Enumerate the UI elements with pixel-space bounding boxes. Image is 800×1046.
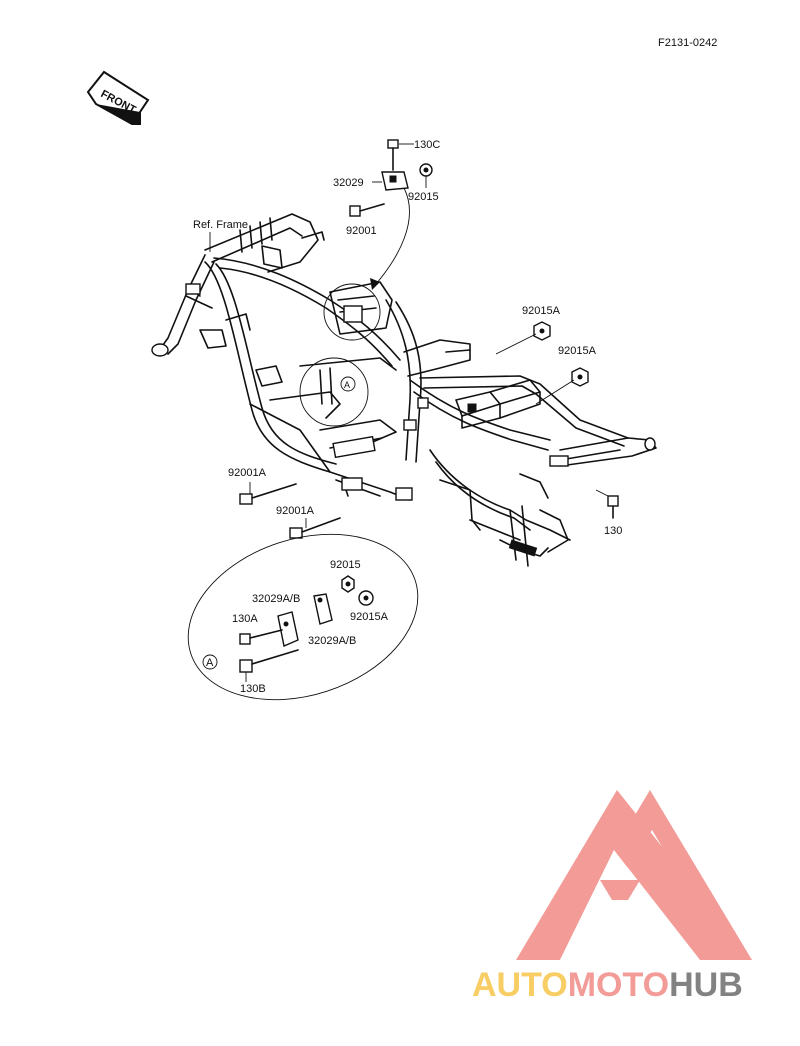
label-130c: 130C — [414, 139, 440, 151]
label-detail-32029ab-upper: 32029A/B — [252, 593, 300, 605]
diagram-code: F2131-0242 — [658, 37, 717, 49]
label-92015a-upper: 92015A — [522, 305, 561, 317]
rear-fasteners: 92015A 92015A 130 — [495, 305, 622, 537]
label-130: 130 — [604, 525, 622, 537]
label-detail-130b: 130B — [240, 683, 266, 695]
logo-moto: MOTO — [568, 966, 669, 1004]
top-bracket-assembly: 130C 32029 92015 92001 — [333, 139, 440, 290]
detail-view-a: A 92015 32029A/B 92015A 32029A/B 130A 13… — [187, 533, 419, 701]
front-arrow-icon: FRONT — [86, 70, 150, 125]
frame-drawing: A — [151, 213, 657, 567]
lower-bolts: 92001A 92001A — [228, 467, 341, 539]
label-detail-32029ab-lower: 32029A/B — [308, 635, 356, 647]
label-92001a-upper: 92001A — [228, 467, 267, 479]
detail-callout-a: A — [206, 657, 214, 669]
label-92001a-lower: 92001A — [276, 505, 315, 517]
label-detail-92015: 92015 — [330, 559, 361, 571]
label-92015a-lower: 92015A — [558, 345, 597, 357]
ref-frame-label: Ref. Frame — [193, 219, 248, 231]
label-detail-92015a: 92015A — [350, 611, 389, 623]
label-92015-top: 92015 — [408, 191, 439, 203]
callout-a-frame: A — [344, 380, 350, 390]
automotohub-logo: AUTOMOTOHUB — [472, 790, 752, 1004]
logo-hub: HUB — [669, 966, 743, 1004]
logo-text: AUTOMOTOHUB — [472, 966, 743, 1004]
label-32029: 32029 — [333, 177, 364, 189]
label-detail-130a: 130A — [232, 613, 258, 625]
label-92001: 92001 — [346, 225, 377, 237]
logo-auto: AUTO — [472, 966, 568, 1004]
